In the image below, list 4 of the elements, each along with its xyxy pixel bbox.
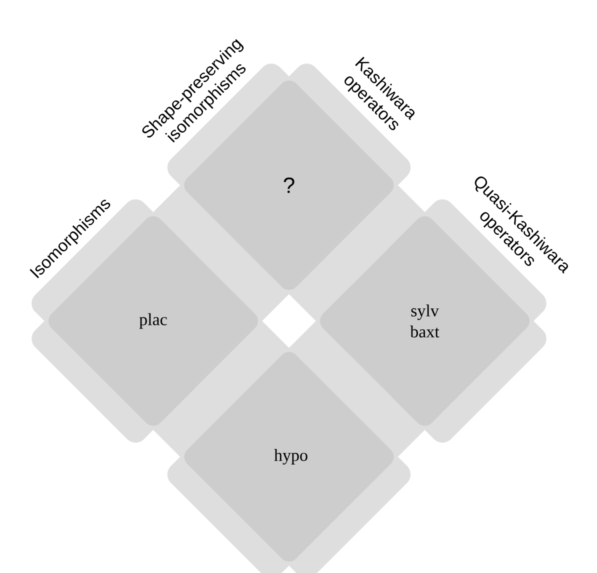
overlap-region: sylv baxt xyxy=(410,304,440,338)
overlap-region: hypo xyxy=(274,449,308,464)
overlap-region: ? xyxy=(284,178,294,193)
overlap-region: plac xyxy=(139,313,167,329)
